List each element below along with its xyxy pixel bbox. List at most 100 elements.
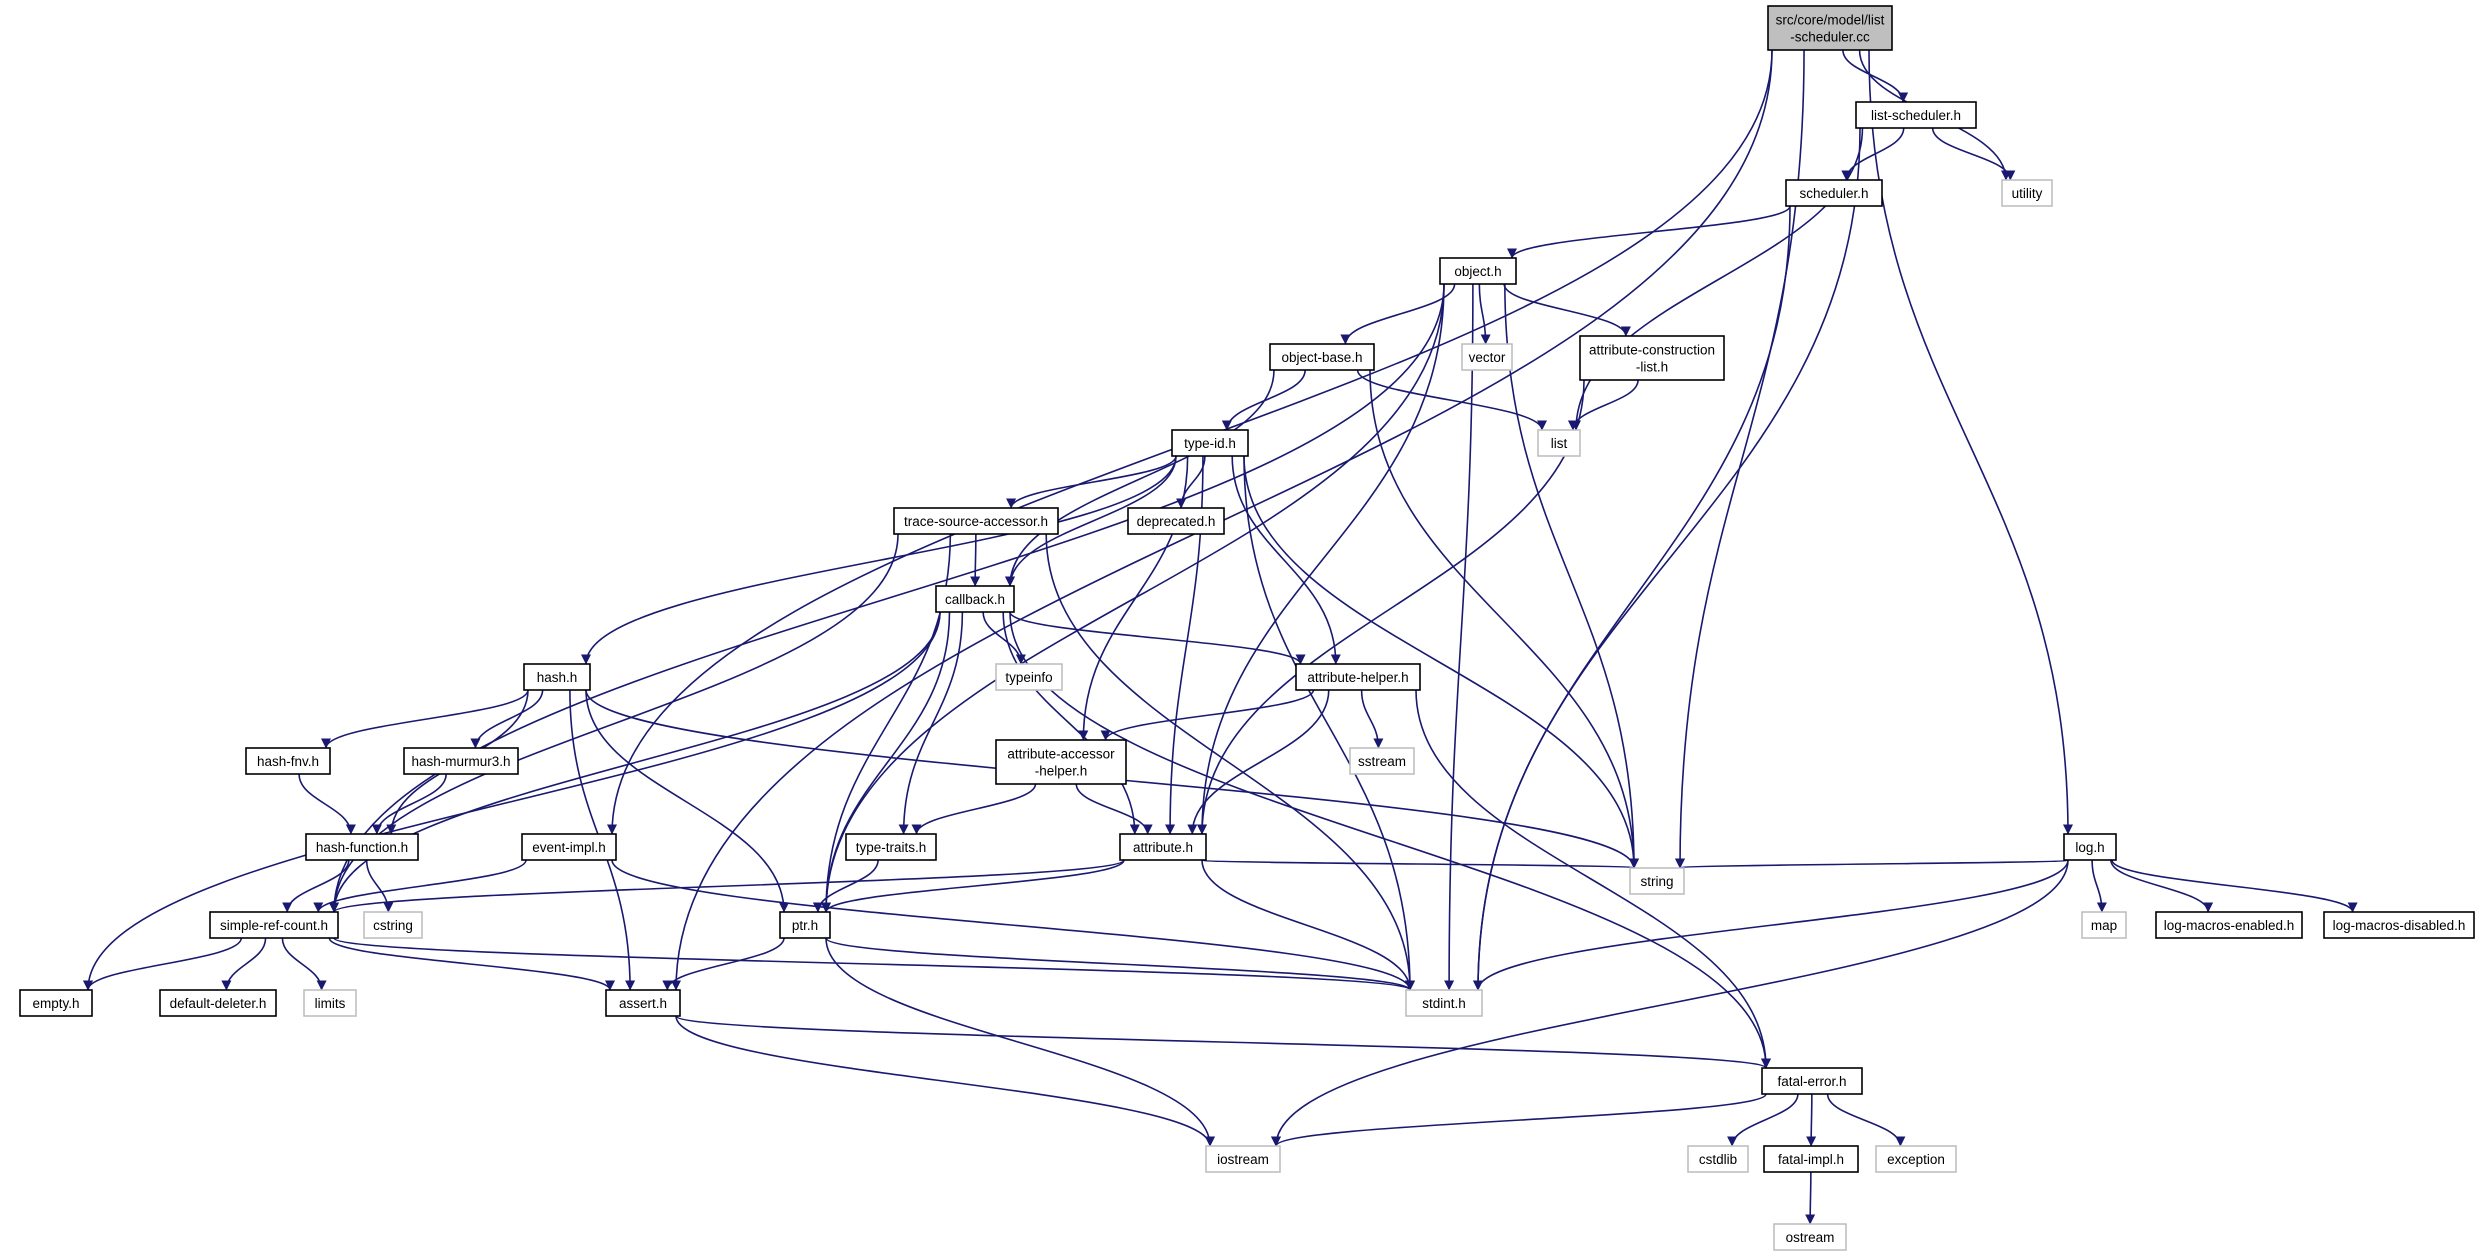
node-event-impl-h[interactable]: event-impl.h	[521, 833, 617, 861]
node-fatal-impl-h[interactable]: fatal-impl.h	[1763, 1145, 1859, 1173]
edge-fatal-error-h-to-cstdlib	[1727, 1093, 1799, 1147]
node-root[interactable]: src/core/model/list -scheduler.cc	[1767, 5, 1893, 51]
node-map[interactable]: map	[2081, 911, 2127, 939]
node-limits[interactable]: limits	[303, 989, 357, 1017]
node-label: empty.h	[32, 996, 79, 1011]
node-stdint-h[interactable]: stdint.h	[1405, 989, 1483, 1017]
edge-object-h-to-object-base-h	[1340, 283, 1456, 345]
node-cstdlib[interactable]: cstdlib	[1687, 1145, 1749, 1173]
edge-object-base-h-to-string	[1369, 369, 1639, 869]
node-box	[403, 747, 519, 775]
edge-attribute-h-to-string	[1201, 857, 1638, 869]
node-object-base-h[interactable]: object-base.h	[1269, 343, 1375, 371]
node-label: -scheduler.cc	[1790, 30, 1870, 45]
node-box	[1439, 257, 1517, 285]
node-assert-h[interactable]: assert.h	[605, 989, 681, 1017]
node-label: ptr.h	[792, 918, 818, 933]
edge-hash-h-to-ptr-h	[585, 689, 789, 913]
edge-list-scheduler-h-to-stdint-h	[1473, 127, 1861, 991]
edge-object-h-to-string	[1504, 283, 1639, 869]
edge-ptr-h-to-stdint-h	[825, 937, 1415, 991]
edge-attribute-h-to-simple-ref-count-h	[329, 859, 1125, 913]
node-ptr-h[interactable]: ptr.h	[779, 911, 831, 939]
node-type-traits-h[interactable]: type-traits.h	[845, 833, 937, 861]
node-box	[1687, 1145, 1749, 1173]
node-box	[995, 739, 1127, 785]
node-hash-fnv-h[interactable]: hash-fnv.h	[245, 747, 331, 775]
node-log-macros-disabled-h[interactable]: log-macros-disabled.h	[2323, 911, 2475, 939]
node-exception[interactable]: exception	[1875, 1145, 1957, 1173]
node-box	[245, 747, 331, 775]
node-object-h[interactable]: object.h	[1439, 257, 1517, 285]
node-box	[1405, 989, 1483, 1017]
node-trace-source-accessor-h[interactable]: trace-source-accessor.h	[893, 507, 1059, 535]
node-label: cstdlib	[1699, 1152, 1737, 1167]
node-label: type-traits.h	[856, 840, 927, 855]
node-attribute-construction-list-h[interactable]: attribute-construction-list.h	[1579, 335, 1725, 381]
node-box	[19, 989, 93, 1017]
edge-object-h-to-simple-ref-count-h	[329, 283, 1445, 913]
edge-trace-source-accessor-h-to-callback-h	[970, 533, 981, 587]
node-label: stdint.h	[1422, 996, 1466, 1011]
node-label: fatal-error.h	[1777, 1074, 1846, 1089]
node-label: string	[1640, 874, 1673, 889]
node-ostream[interactable]: ostream	[1773, 1223, 1847, 1251]
edge-type-id-h-to-hash-h	[581, 455, 1177, 665]
node-cstring[interactable]: cstring	[363, 911, 423, 939]
node-type-id-h[interactable]: type-id.h	[1171, 429, 1249, 457]
node-label: hash.h	[537, 670, 578, 685]
node-deprecated-h[interactable]: deprecated.h	[1127, 507, 1225, 535]
node-hash-function-h[interactable]: hash-function.h	[305, 833, 419, 861]
node-box	[1205, 1145, 1281, 1173]
node-hash-murmur3-h[interactable]: hash-murmur3.h	[403, 747, 519, 775]
node-box	[935, 585, 1015, 613]
edge-type-id-h-to-trace-source-accessor-h	[1006, 455, 1177, 509]
node-list[interactable]: list	[1537, 429, 1581, 457]
node-label: type-id.h	[1184, 436, 1236, 451]
node-label: ostream	[1786, 1230, 1835, 1245]
node-simple-ref-count-h[interactable]: simple-ref-count.h	[209, 911, 339, 939]
edge-root-to-log-h	[1868, 49, 2073, 835]
edge-attribute-accessor-helper-h-to-attribute-h	[1075, 783, 1153, 835]
edge-type-id-h-to-callback-h	[1005, 455, 1177, 587]
node-label: attribute.h	[1133, 840, 1193, 855]
node-utility[interactable]: utility	[2001, 179, 2053, 207]
node-label: object.h	[1454, 264, 1501, 279]
node-box	[1119, 833, 1207, 861]
node-default-deleter-h[interactable]: default-deleter.h	[159, 989, 277, 1017]
node-attribute-accessor-helper-h[interactable]: attribute-accessor-helper.h	[995, 739, 1127, 785]
node-scheduler-h[interactable]: scheduler.h	[1785, 179, 1883, 207]
edge-hash-murmur3-h-to-hash-function-h	[371, 773, 447, 835]
node-fatal-error-h[interactable]: fatal-error.h	[1761, 1067, 1863, 1095]
node-box	[893, 507, 1059, 535]
node-attribute-h[interactable]: attribute.h	[1119, 833, 1207, 861]
node-label: list-scheduler.h	[1871, 108, 1961, 123]
node-list-scheduler-h[interactable]: list-scheduler.h	[1855, 101, 1977, 129]
node-vector[interactable]: vector	[1461, 343, 1513, 371]
edge-attribute-h-to-stdint-h	[1201, 859, 1415, 991]
node-label: sstream	[1358, 754, 1406, 769]
node-callback-h[interactable]: callback.h	[935, 585, 1015, 613]
node-box	[1855, 101, 1977, 129]
node-label: utility	[2012, 186, 2043, 201]
node-empty-h[interactable]: empty.h	[19, 989, 93, 1017]
node-label: src/core/model/list	[1776, 13, 1885, 28]
node-box	[1127, 507, 1225, 535]
node-box	[523, 663, 591, 691]
node-label: attribute-helper.h	[1307, 670, 1408, 685]
node-typeinfo[interactable]: typeinfo	[995, 663, 1063, 691]
edge-root-to-string	[1675, 49, 1805, 869]
edge-hash-fnv-h-to-hash-function-h	[298, 773, 356, 835]
node-sstream[interactable]: sstream	[1349, 747, 1415, 775]
node-label: log.h	[2075, 840, 2104, 855]
node-iostream[interactable]: iostream	[1205, 1145, 1281, 1173]
node-log-macros-enabled-h[interactable]: log-macros-enabled.h	[2155, 911, 2303, 939]
node-attribute-helper-h[interactable]: attribute-helper.h	[1295, 663, 1421, 691]
edge-attribute-construction-list-h-to-list	[1567, 379, 1639, 431]
node-box	[1767, 5, 1893, 51]
node-hash-h[interactable]: hash.h	[523, 663, 591, 691]
edge-callback-h-to-type-traits-h	[898, 611, 964, 835]
node-string[interactable]: string	[1629, 867, 1685, 895]
edge-log-h-to-iostream	[1271, 859, 2069, 1147]
node-log-h[interactable]: log.h	[2063, 833, 2117, 861]
